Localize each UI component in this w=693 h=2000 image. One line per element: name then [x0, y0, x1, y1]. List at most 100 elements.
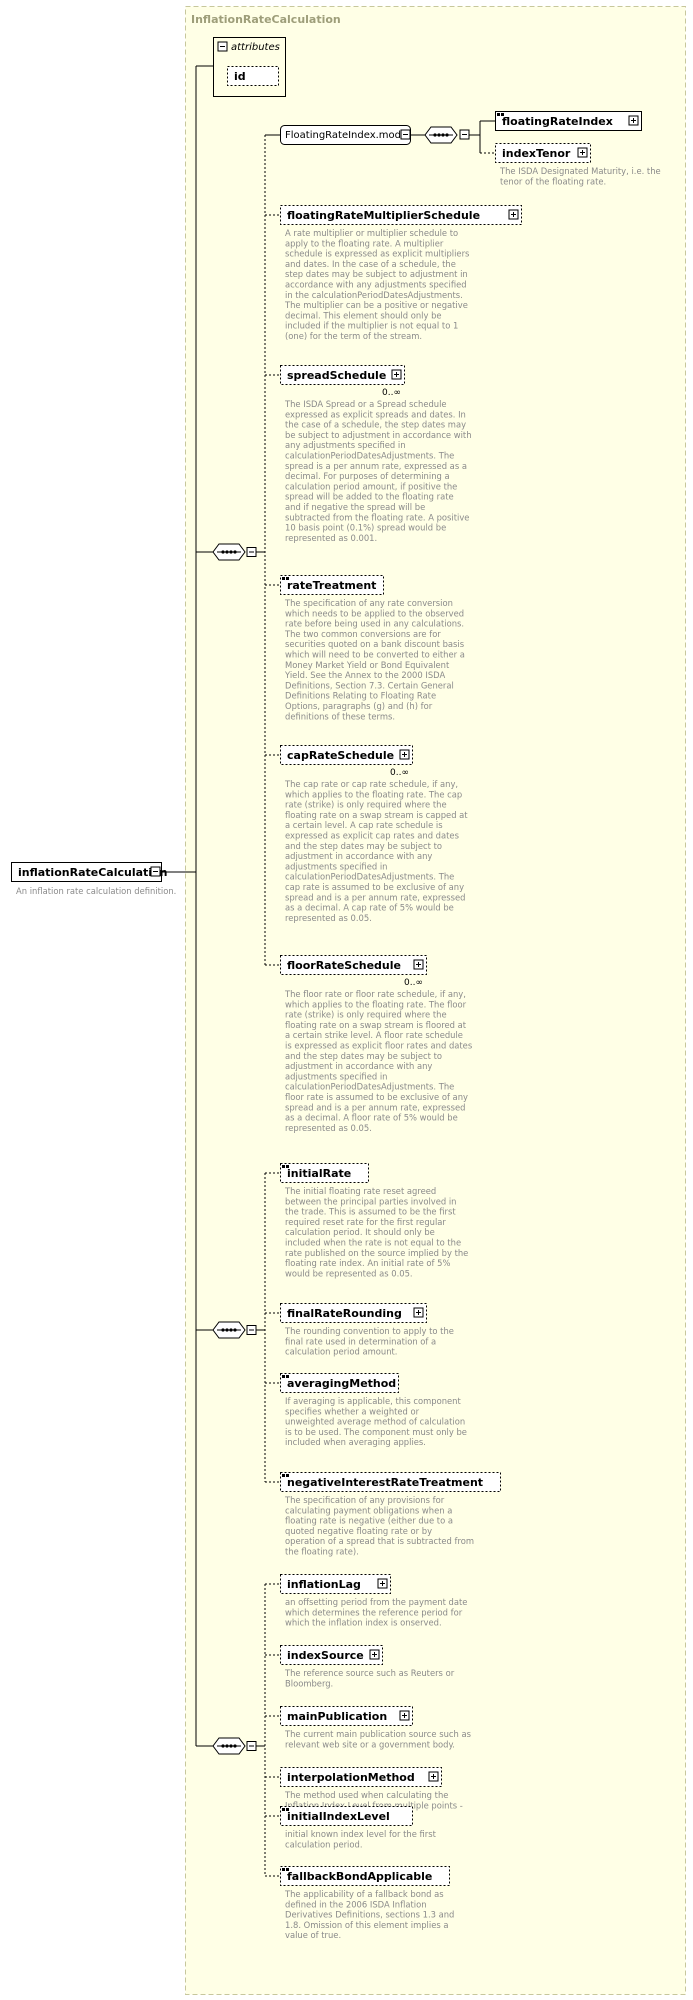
averaging-method-type-marker-b — [286, 1375, 289, 1378]
inflation-lag-element[interactable] — [280, 1574, 391, 1594]
negative-interest-rate-treatment-type-marker — [282, 1474, 285, 1477]
floor-rate-schedule-doc-line: a certain strike level. A floor rate sch… — [285, 1030, 463, 1040]
sequence-2-compositor-dot — [225, 1328, 229, 1332]
initial-rate-doc-line: calculation period. It should only be — [285, 1227, 435, 1237]
spread-schedule-doc-line: represented as 0.001. — [285, 533, 377, 543]
averaging-method-type-marker — [282, 1375, 285, 1378]
floating-rate-multiplier-schedule-doc-line: (one) for the term of the stream. — [285, 331, 422, 341]
negative-interest-rate-treatment-label: negativeInterestRateTreatment — [287, 1476, 483, 1489]
averaging-method-doc-line: is to be used. The component must only b… — [285, 1427, 467, 1437]
spread-schedule-doc-line: spread will be added to the floating rat… — [285, 492, 454, 502]
initial-rate-doc-line: floating rate index. An initial rate of … — [285, 1258, 450, 1268]
spread-schedule-doc-line: be subject to adjustment in accordance w… — [285, 430, 472, 440]
fallback-bond-applicable-element[interactable] — [280, 1866, 450, 1886]
final-rate-rounding-element[interactable] — [280, 1303, 427, 1323]
initial-index-level-element[interactable] — [280, 1806, 413, 1826]
rate-treatment-doc-line: rate before being used in any calculatio… — [285, 619, 464, 629]
main-publication-doc-line: relevant web site or a government body. — [285, 1739, 455, 1749]
floating-rate-index-type-marker — [497, 113, 500, 116]
floating-rate-multiplier-schedule-element[interactable] — [280, 205, 522, 225]
floor-rate-schedule-doc-line: floating rate on a swap stream is floore… — [285, 1020, 467, 1030]
floor-rate-schedule-doc-line: adjustment in accordance with any — [285, 1061, 432, 1071]
negative-interest-rate-treatment-type-marker-b — [286, 1474, 289, 1477]
negative-interest-rate-treatment-doc-line: The specification of any provisions for — [284, 1495, 445, 1505]
cap-rate-schedule-doc-line: which applies to the floating rate. The … — [285, 789, 462, 799]
floating-rate-index-element[interactable] — [495, 111, 642, 131]
model-group-label: FloatingRateIndex.model — [285, 130, 410, 141]
attribute-id-label: id — [234, 70, 246, 83]
rate-treatment-type-marker-b — [286, 577, 289, 580]
averaging-method-doc-line: included when averaging applies. — [285, 1437, 426, 1447]
initial-index-level-type-marker-b — [286, 1808, 289, 1811]
floor-rate-schedule-doc-line: which applies to the floating rate. The … — [285, 999, 467, 1009]
final-rate-rounding-doc-line: calculation period amount. — [285, 1347, 397, 1357]
cap-rate-schedule-doc-line: adjustments specified in — [285, 861, 387, 871]
index-source-doc-line: The reference source such as Reuters or — [284, 1668, 455, 1678]
negative-interest-rate-treatment-doc-line: quoted negative floating rate or by — [285, 1526, 432, 1536]
sequence-2-compositor-dot — [233, 1328, 237, 1332]
initial-index-level-doc-line: calculation period. — [285, 1839, 362, 1849]
floor-rate-schedule-element[interactable] — [280, 955, 427, 975]
spread-schedule-doc-line: and if negative the spread will be — [285, 502, 425, 512]
floor-rate-schedule-doc-line: calculationPeriodDatesAdjustments. The — [285, 1082, 454, 1092]
floor-rate-schedule-cardinality: 0..∞ — [404, 978, 423, 988]
floating-rate-multiplier-schedule-doc-line: decimal. This element should only be — [285, 310, 442, 320]
cap-rate-schedule-doc-line: expressed as explicit cap rates and date… — [285, 831, 459, 841]
attribute-id-box[interactable] — [227, 66, 279, 86]
cap-rate-schedule-element[interactable] — [280, 745, 413, 765]
floating-rate-multiplier-schedule-doc-line: included if the multiplier is not equal … — [285, 321, 458, 331]
initial-rate-doc-line: between the principal parties involved i… — [285, 1196, 457, 1206]
floating-rate-multiplier-schedule-label: floatingRateMultiplierSchedule — [287, 209, 480, 222]
interpolation-method-doc-line: The method used when calculating the — [284, 1790, 448, 1800]
index-tenor-label: indexTenor — [502, 147, 571, 160]
main-publication-element[interactable] — [280, 1706, 413, 1726]
negative-interest-rate-treatment-doc-line: floating rate is negative (either due to… — [285, 1516, 453, 1526]
fallback-bond-applicable-doc-line: value of true. — [285, 1930, 341, 1940]
rate-treatment-doc-line: Definitions Relating to Floating Rate — [285, 691, 436, 701]
negative-interest-rate-treatment-element[interactable] — [280, 1472, 501, 1492]
spread-schedule-cardinality: 0..∞ — [382, 388, 401, 398]
spread-schedule-element[interactable] — [280, 365, 405, 385]
index-tenor-element[interactable] — [495, 143, 591, 163]
rate-treatment-label: rateTreatment — [287, 579, 376, 592]
fallback-bond-applicable-type-marker — [282, 1868, 285, 1871]
floating-rate-index-type-marker-b — [501, 113, 504, 116]
index-tenor-doc-line: tenor of the floating rate. — [500, 176, 606, 186]
sequence-1-compositor-dot — [221, 550, 225, 554]
initial-rate-doc-line: the trade. This is assumed to be the fir… — [285, 1207, 456, 1217]
inflation-lag-doc-line: which determines the reference period fo… — [285, 1607, 463, 1617]
interpolation-method-element[interactable] — [280, 1767, 442, 1787]
floor-rate-schedule-doc-line: and the step dates may be subject to — [285, 1051, 442, 1061]
main-publication-doc-line: The current main publication source such… — [284, 1729, 471, 1739]
cap-rate-schedule-doc-line: rate (strike) is only required where the — [285, 800, 447, 810]
fallback-bond-applicable-label: fallbackBondApplicable — [287, 1870, 432, 1883]
cap-rate-schedule-doc-line: adjustment in accordance with any — [285, 851, 432, 861]
initial-rate-element[interactable] — [280, 1163, 369, 1183]
rate-treatment-doc-line: which will need to be converted to eithe… — [285, 650, 465, 660]
root-element[interactable] — [11, 862, 162, 882]
index-source-element[interactable] — [280, 1645, 383, 1665]
floor-rate-schedule-doc-line: spread and is a per annum rate, expresse… — [285, 1102, 465, 1112]
fallback-bond-applicable-doc-line: defined in the 2006 ISDA Inflation — [285, 1899, 427, 1909]
rate-treatment-doc-line: The two common conversions are for — [284, 629, 441, 639]
cap-rate-schedule-doc-line: cap rate is assumed to be exclusive of a… — [285, 882, 464, 892]
averaging-method-element[interactable] — [280, 1373, 399, 1393]
floating-rate-multiplier-schedule-doc-line: step dates may be subject to adjustment … — [285, 269, 468, 279]
cap-rate-schedule-doc-line: The cap rate or cap rate schedule, if an… — [284, 779, 458, 789]
sequence-2-compositor-dot — [221, 1328, 225, 1332]
negative-interest-rate-treatment-doc-line: the floating rate). — [285, 1547, 359, 1557]
rate-treatment-doc-line: Definitions, Section 7.3. Certain Genera… — [285, 680, 454, 690]
fallback-bond-applicable-type-marker-b — [286, 1868, 289, 1871]
sequence-compositors — [196, 543, 265, 1755]
spread-schedule-doc-line: 10 basis point (0.1%) spread would be — [285, 523, 446, 533]
fallback-bond-applicable-doc-line: The applicability of a fallback bond as — [284, 1889, 444, 1899]
fallback-bond-applicable-doc-line: Derivatives Definitions, sections 1.3 an… — [285, 1910, 454, 1920]
fallback-bond-applicable-doc-line: 1.8. Omission of this element implies a — [285, 1920, 449, 1930]
initial-rate-doc-line: required reset rate for the first regula… — [285, 1217, 446, 1227]
cap-rate-schedule-cardinality: 0..∞ — [390, 768, 409, 778]
rate-treatment-element[interactable] — [280, 575, 384, 595]
initial-index-level-label: initialIndexLevel — [287, 1810, 390, 1823]
initial-index-level-doc-line: initial known index level for the first — [285, 1829, 437, 1839]
